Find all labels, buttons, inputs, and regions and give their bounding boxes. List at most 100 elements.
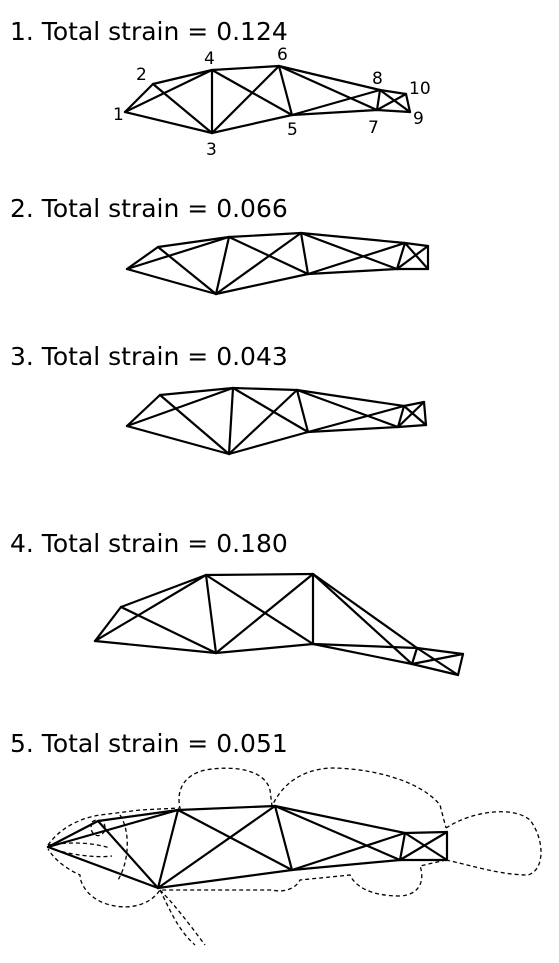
- panel-2-truss-edge-7-10: [395, 244, 430, 271]
- panel-5-truss-edge-7-8: [398, 831, 407, 862]
- panel-2-truss-edge-3-4: [214, 235, 231, 296]
- panel-1-truss-edge-2-3: [151, 82, 214, 135]
- panel-2-truss-edge-6-8: [299, 231, 407, 245]
- panel-5-truss-edge-1-3: [46, 845, 160, 890]
- panel-2-truss-edge-5-7: [306, 267, 399, 276]
- panel-4-truss-edge-5-8: [311, 642, 419, 650]
- panel-3-truss-edge-3-4: [227, 386, 235, 456]
- panel-1-truss-edge-8-10: [378, 88, 408, 96]
- panel-2-truss-edge-4-5: [227, 235, 310, 276]
- panel-1-truss-edge-7-8: [375, 88, 382, 112]
- panel-3-truss-edge-1-3: [125, 424, 231, 456]
- panel-3-truss-edge-5-8: [306, 404, 406, 434]
- panel-1-node-label-7: 7: [368, 118, 379, 138]
- panel-2-truss-edge-1-3: [125, 267, 218, 296]
- panel-4-truss-edge-7-8: [410, 646, 419, 666]
- panel-4-truss-edge-1-4: [93, 573, 208, 643]
- panel-5-truss-edge-3-6: [156, 804, 277, 890]
- panel-1-node-label-8: 8: [372, 69, 383, 89]
- panel-1-truss-edge-7-10: [375, 92, 408, 112]
- panel-3-truss: [125, 386, 428, 456]
- panel-3-truss-edge-8-10: [402, 400, 426, 408]
- panel-1-node-label-6: 6: [277, 45, 288, 65]
- panel-1-truss-edge-6-7: [277, 64, 379, 112]
- panel-2-truss-edge-6-7: [299, 231, 399, 271]
- panel-1-truss-edge-5-6: [277, 64, 294, 117]
- panel-1-truss-edge-7-9: [375, 108, 412, 114]
- fish-caudal-fin: [445, 811, 542, 876]
- panel-5-truss-edge-5-7: [290, 858, 402, 872]
- panel-5-truss-edge-5-6: [273, 804, 294, 872]
- fish-pelvic-fin: [159, 889, 206, 946]
- panel-5-truss-edge-3-4: [156, 808, 180, 890]
- panel-1-truss: [123, 64, 412, 135]
- panel-1-truss-edge-9-10: [404, 92, 412, 114]
- panel-3-truss-edge-4-5: [231, 386, 310, 434]
- panel-5-title: 5. Total strain = 0.051: [10, 729, 288, 758]
- panel-2-title: 2. Total strain = 0.066: [10, 194, 288, 223]
- panel-3-truss-edge-1-2: [125, 393, 162, 428]
- panel-2-truss-edge-4-6: [227, 231, 303, 239]
- panel-3-truss-edge-7-10: [396, 400, 426, 429]
- panel-1-truss-edge-6-8: [277, 64, 382, 92]
- panel-1-node-label-5: 5: [287, 120, 298, 140]
- panel-1-node-label-2: 2: [136, 65, 147, 85]
- panel-3-truss-edge-6-8: [295, 388, 406, 408]
- panel-1-node-label-3: 3: [206, 140, 217, 160]
- panel-1-truss-edge-8-9: [378, 88, 412, 114]
- panel-3-truss-edge-7-9: [396, 423, 428, 429]
- panel-4-truss: [93, 572, 465, 677]
- panel-5-truss-edge-6-7: [273, 804, 402, 862]
- panel-3-truss-edge-9-10: [422, 400, 428, 427]
- panel-2-truss-edge-7-8: [395, 241, 407, 271]
- panel-5-truss-edge-1-2: [46, 819, 100, 849]
- panel-1-truss-edge-5-8: [290, 88, 382, 117]
- panel-4-truss-edge-1-2: [93, 605, 123, 643]
- panel-1-node-label-4: 4: [204, 49, 215, 69]
- panel-4-truss-edge-8-9: [415, 646, 460, 677]
- panel-1-truss-edge-1-3: [123, 110, 214, 135]
- panel-5-truss-edge-3-5: [156, 868, 294, 890]
- panel-1-truss-edge-5-7: [290, 108, 379, 117]
- panel-4-truss-edge-2-3: [119, 605, 218, 655]
- panel-1-truss-edge-3-5: [210, 113, 294, 135]
- panel-3-truss-edge-1-4: [125, 386, 235, 428]
- fish-dorsal-outline: [47, 767, 447, 846]
- panel-5-truss: [46, 804, 449, 890]
- panel-1-truss-edge-4-5: [210, 68, 294, 117]
- panel-4-truss-edge-6-8: [311, 572, 419, 650]
- panel-1-truss-edge-1-2: [123, 82, 155, 114]
- panel-3-truss-edge-5-7: [306, 425, 400, 434]
- panel-5-truss-edge-4-5: [176, 808, 294, 872]
- panel-1-node-label-1: 1: [113, 105, 124, 125]
- panel-3-truss-edge-2-3: [158, 393, 231, 456]
- panel-2-truss-edge-8-10: [403, 241, 430, 248]
- panel-2-truss: [125, 231, 430, 296]
- panel-5-truss-edge-8-10: [403, 830, 449, 835]
- panel-4-truss-edge-4-5: [204, 573, 315, 646]
- fish-head-detail: [47, 819, 113, 858]
- panel-5-truss-edge-8-9: [403, 831, 449, 862]
- panel-1-truss-edge-2-4: [151, 68, 214, 86]
- panel-4-truss-edge-2-4: [119, 573, 208, 609]
- panel-5-truss-edge-6-8: [273, 804, 407, 835]
- panel-1-title: 1. Total strain = 0.124: [10, 17, 288, 46]
- panel-4-truss-edge-7-9: [410, 662, 460, 677]
- panel-1-truss-edge-3-6: [210, 64, 281, 135]
- panel-3-truss-edge-4-6: [231, 386, 299, 392]
- panel-5-truss-edge-4-6: [176, 804, 277, 812]
- panel-3-truss-edge-5-6: [295, 388, 310, 434]
- panel-1-truss-edge-4-6: [210, 64, 281, 72]
- panel-3-truss-edge-3-6: [227, 388, 299, 456]
- fish-ventral-outline: [47, 848, 447, 908]
- panel-2-truss-edge-8-9: [403, 241, 430, 271]
- panel-1-node-label-10: 10: [409, 79, 431, 99]
- panel-5-truss-edge-2-4: [96, 808, 180, 823]
- panel-4-truss-edge-9-10: [456, 652, 465, 677]
- panel-3-title: 3. Total strain = 0.043: [10, 342, 288, 371]
- panel-5-truss-edge-5-8: [290, 831, 407, 872]
- panel-3-truss-edge-8-9: [402, 404, 428, 427]
- panel-4-truss-edge-3-5: [214, 642, 315, 655]
- panel-1-truss-edge-1-4: [123, 68, 214, 114]
- panel-2-truss-edge-1-4: [125, 235, 231, 271]
